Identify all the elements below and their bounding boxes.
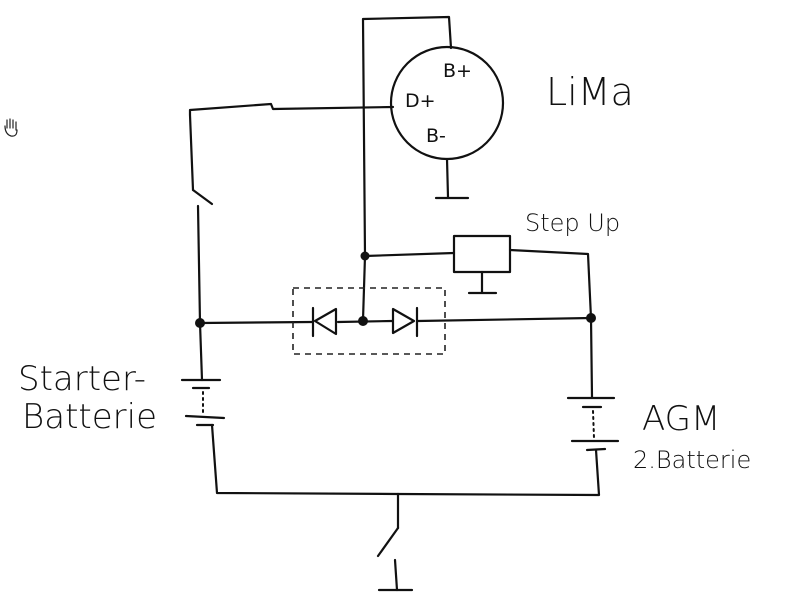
hand-pointer-icon [4, 118, 18, 137]
main-ground-switch [376, 526, 400, 558]
step-up-box [452, 234, 512, 274]
diode-right [391, 306, 419, 338]
pin-b-minus-label: B- [426, 125, 446, 147]
wire-b-plus [361, 15, 453, 258]
step-up-label: Step Up [525, 209, 620, 237]
agm-battery-label-line1: AGM [642, 399, 720, 439]
junction-dot [358, 316, 368, 326]
wire-starter-top [198, 321, 204, 382]
wire-starter-bottom [210, 423, 400, 496]
alternator-ground-stem [445, 157, 450, 199]
main-ground-stem [393, 558, 399, 592]
ignition-switch [191, 188, 214, 206]
starter-battery-label-line1: Starter- [18, 359, 146, 399]
wire-right-of-diode [416, 316, 593, 323]
pin-b-plus-label: B+ [443, 60, 472, 82]
wire-switch-down [196, 204, 202, 325]
wire-d-plus [188, 102, 395, 192]
pin-d-plus-label: D+ [405, 90, 436, 112]
agm-battery-symbol [566, 396, 620, 452]
wire-step-up-out [508, 248, 593, 320]
wire-agm-top [589, 316, 594, 399]
starter-battery-symbol [180, 378, 226, 427]
agm-battery-label-line2: 2.Batterie [633, 446, 751, 474]
junction-dot [360, 251, 370, 261]
wire-to-step-up [363, 251, 456, 258]
wire-agm-bottom [396, 448, 601, 497]
diode-left [311, 306, 338, 338]
alternator-label: LiMa [546, 70, 634, 114]
wire-left-to-diode [198, 320, 314, 325]
starter-battery-label-line2: Batterie [22, 397, 157, 437]
